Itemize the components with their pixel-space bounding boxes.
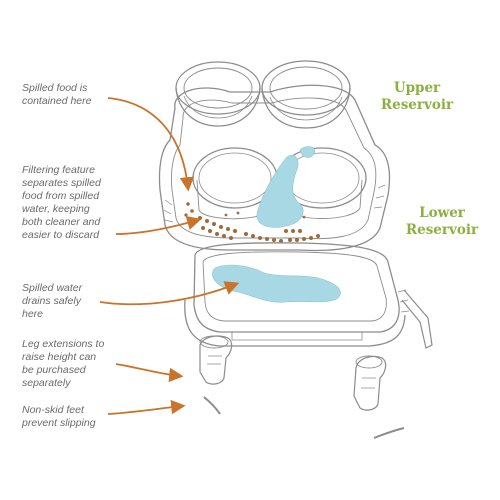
callout-non-skid: Non-skid feet prevent slipping	[22, 404, 96, 429]
upper-tray-water	[256, 146, 316, 228]
arrow-leg-extensions	[115, 363, 184, 383]
callout-spilled-water: Spilled water drains safely here	[22, 282, 83, 320]
arrow-spilled-food	[107, 97, 195, 192]
callout-arrows	[99, 97, 240, 415]
lower-reservoir-label: Lower Reservoir	[405, 205, 479, 238]
lower-tray-water	[212, 264, 341, 303]
leg-extension-left	[199, 335, 233, 385]
callout-filtering: Filtering feature separates spilled food…	[22, 164, 101, 241]
foot-pad-left	[203, 396, 221, 415]
top-bowl-left	[175, 61, 261, 127]
arrow-filtering	[115, 216, 202, 235]
side-clip	[401, 289, 433, 349]
callout-leg-extensions: Leg extensions to raise height can be pu…	[22, 338, 105, 389]
leg-extension-right	[353, 355, 387, 411]
top-bowl-right	[261, 60, 351, 129]
foot-pad-right	[373, 427, 405, 439]
arrow-non-skid	[107, 399, 186, 415]
lower-reservoir-body	[184, 242, 410, 347]
callout-spilled-food: Spilled food is contained here	[22, 82, 92, 107]
arrow-spilled-water	[99, 281, 240, 306]
upper-reservoir-label: Upper Reservoir	[380, 80, 454, 113]
